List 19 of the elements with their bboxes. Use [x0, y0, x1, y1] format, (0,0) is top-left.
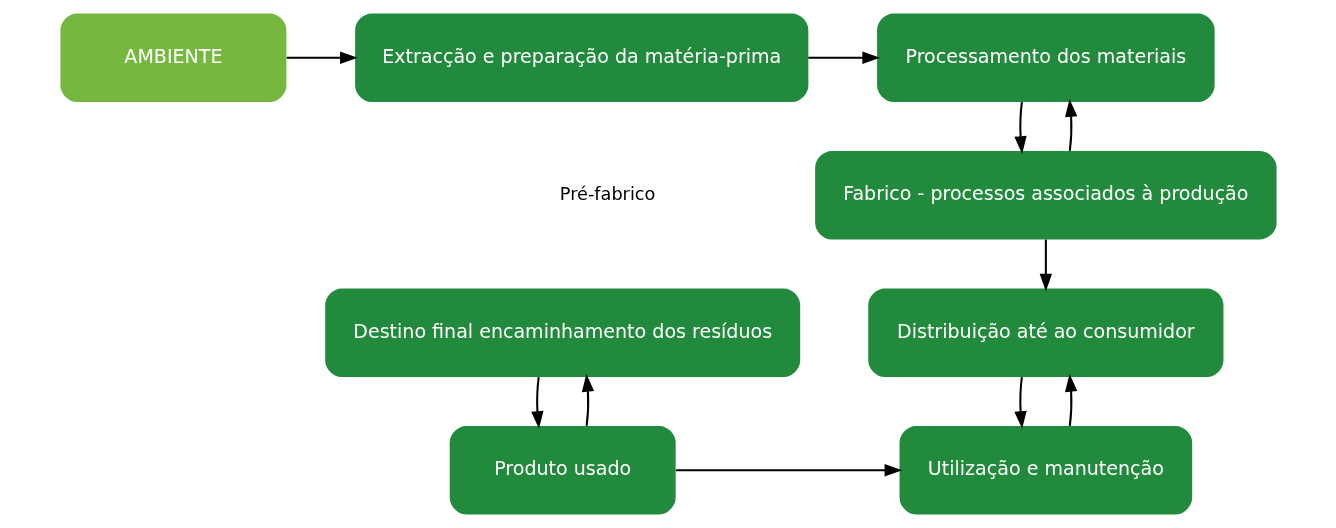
- node-box: AMBIENTE: [59, 13, 286, 103]
- arrow: [581, 374, 594, 426]
- arrow: [807, 51, 880, 64]
- node-box: Produto usado: [449, 425, 676, 515]
- arrow: [1013, 376, 1027, 429]
- label: Pré-fabrico: [559, 183, 655, 204]
- node-box: Processamento dos materiais: [876, 13, 1215, 103]
- arrow: [1064, 99, 1077, 151]
- arrow: [530, 376, 544, 429]
- arrow: [1013, 102, 1027, 154]
- arrow: [286, 51, 358, 64]
- node-box: Extracção e preparação da matéria-prima: [354, 13, 808, 103]
- node-box: Distribuição até ao consumidor: [867, 288, 1223, 377]
- node-box: Destino final encaminhamento dos resíduos: [324, 288, 800, 377]
- arrow: [675, 464, 902, 477]
- arrow: [1039, 239, 1052, 292]
- arrow: [1064, 374, 1077, 426]
- node-box: Utilização e manutenção: [899, 425, 1192, 515]
- node-box: Fabrico - processos associados à produção: [814, 151, 1277, 240]
